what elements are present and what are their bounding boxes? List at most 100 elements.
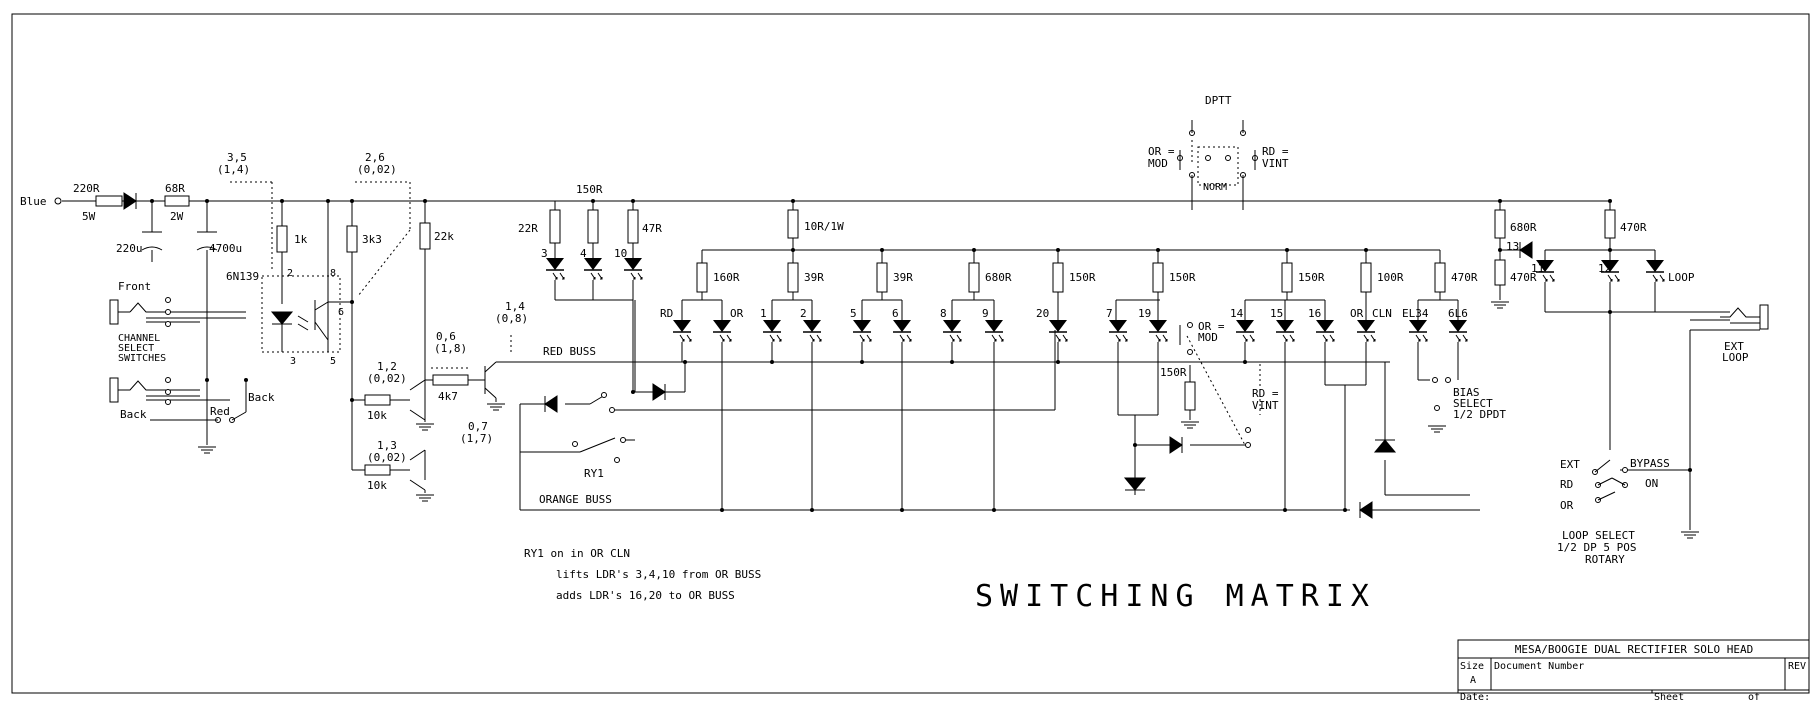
label-bias-select: SELECT xyxy=(1453,397,1493,410)
label-rd-vint: RD = xyxy=(1252,387,1279,400)
label-ext-loop: LOOP xyxy=(1722,351,1749,364)
label-led-6l6: 6L6 xyxy=(1448,307,1468,320)
note-line-2: lifts LDR's 3,4,10 from OR BUSS xyxy=(556,568,761,581)
label-led-2: 2 xyxy=(800,307,807,320)
label-22r: 22R xyxy=(518,222,538,235)
label-39r-b: 39R xyxy=(893,271,913,284)
label-150r-c: 150R xyxy=(1298,271,1325,284)
label-ldr-4: 4 xyxy=(580,247,587,260)
label-norm: NORM xyxy=(1203,182,1227,193)
label-opto: 6N139 xyxy=(226,270,259,283)
label-680r: 680R xyxy=(985,271,1012,284)
title-block-rev-label: REV xyxy=(1788,661,1806,672)
label-led-loop: LOOP xyxy=(1668,271,1695,284)
opto-internals xyxy=(281,300,329,352)
label-back-left: Back xyxy=(120,408,147,421)
label-channel: CHANNEL xyxy=(118,333,160,344)
label-led-8: 8 xyxy=(940,307,947,320)
label-470r-b: 470R xyxy=(1510,271,1537,284)
label-470r-c: 470R xyxy=(1620,221,1647,234)
label-pin3: 3 xyxy=(290,356,296,367)
title-block-sheet-label: Sheet xyxy=(1654,692,1684,701)
label-dptt: DPTT xyxy=(1205,94,1232,107)
label-pins-12: 1,2 xyxy=(377,360,397,373)
junction-dots xyxy=(150,199,1692,512)
label-ldr-10: 10 xyxy=(614,247,627,260)
note-line-3: adds LDR's 16,20 to OR BUSS xyxy=(556,589,735,602)
label-led-15: 15 xyxy=(1270,307,1283,320)
title-block-size-value: A xyxy=(1470,675,1476,686)
label-100r: 100R xyxy=(1377,271,1404,284)
label-150r-b: 150R xyxy=(1169,271,1196,284)
label-5w: 5W xyxy=(82,210,96,223)
label-pin2: 2 xyxy=(287,268,293,279)
label-led-14: 14 xyxy=(1230,307,1244,320)
label-dptt-or: OR = xyxy=(1148,145,1175,158)
label-led-12: 12 xyxy=(1598,262,1611,275)
label-switches: SWITCHES xyxy=(118,353,166,364)
label-led-or2: OR xyxy=(1350,307,1364,320)
label-ry1: RY1 xyxy=(584,467,604,480)
label-sw-rd: RD xyxy=(1560,478,1573,491)
switch-strokes xyxy=(150,120,1626,501)
title-block-size-label: Size xyxy=(1460,661,1484,672)
label-led-13: 13 xyxy=(1506,240,1519,253)
note-line-1: RY1 on in OR CLN xyxy=(524,547,630,560)
label-dptt-vint: VINT xyxy=(1262,157,1289,170)
diodes xyxy=(123,192,1533,519)
label-led-9: 9 xyxy=(982,307,989,320)
label-160r: 160R xyxy=(713,271,740,284)
label-front: Front xyxy=(118,280,151,293)
label-pins-26: 2,6 xyxy=(365,151,385,164)
label-pins-14-val: (0,8) xyxy=(495,312,528,325)
label-pins-07-val: (1,7) xyxy=(460,432,493,445)
label-470r-a: 470R xyxy=(1451,271,1478,284)
contacts xyxy=(54,130,1628,503)
label-pin5: 5 xyxy=(330,356,336,367)
label-pins-13: 1,3 xyxy=(377,439,397,452)
label-led-20: 20 xyxy=(1036,307,1049,320)
label-led-6: 6 xyxy=(892,307,899,320)
label-220r: 220R xyxy=(73,182,100,195)
label-pins-13-val: (0,02) xyxy=(367,451,407,464)
label-sw-bypass: BYPASS xyxy=(1630,457,1670,470)
sheet-border xyxy=(11,13,1810,694)
label-pins-14: 1,4 xyxy=(505,300,525,313)
label-orange-buss: ORANGE BUSS xyxy=(539,493,612,506)
label-pins-26-val: (0,02) xyxy=(357,163,397,176)
label-led-11: 11 xyxy=(1531,262,1544,275)
jacks xyxy=(109,299,1769,403)
label-blue: Blue xyxy=(20,195,47,208)
label-10r-1w: 10R/1W xyxy=(804,220,844,233)
label-led-or: OR xyxy=(730,307,744,320)
label-1k: 1k xyxy=(294,233,308,246)
label-pins-06: 0,6 xyxy=(436,330,456,343)
label-150r-a: 150R xyxy=(1069,271,1096,284)
label-led-16: 16 xyxy=(1308,307,1321,320)
wires xyxy=(62,200,1730,530)
label-bias-dpdt: 1/2 DPDT xyxy=(1453,408,1506,421)
title-block-heading: MESA/BOOGIE DUAL RECTIFIER SOLO HEAD xyxy=(1515,643,1753,656)
label-led-7: 7 xyxy=(1106,307,1113,320)
label-680r-b: 680R xyxy=(1510,221,1537,234)
label-red: Red xyxy=(210,405,230,418)
label-loop-select: LOOP SELECT xyxy=(1562,529,1635,542)
label-4k7: 4k7 xyxy=(438,390,458,403)
label-2w: 2W xyxy=(170,210,184,223)
label-led-cln: CLN xyxy=(1372,307,1392,320)
labels: Blue 220R 5W 68R 2W 220u 4700u 3,5 (1,4)… xyxy=(20,94,1749,566)
label-39r-a: 39R xyxy=(804,271,824,284)
label-bias: BIAS xyxy=(1453,386,1480,399)
leader-lines xyxy=(230,181,1261,446)
label-10k-b: 10k xyxy=(367,479,387,492)
label-led-1: 1 xyxy=(760,307,767,320)
label-ext: EXT xyxy=(1724,340,1744,353)
label-mod: MOD xyxy=(1198,331,1218,344)
label-loop-select-dp: 1/2 DP 5 POS xyxy=(1557,541,1636,554)
label-10k-a: 10k xyxy=(367,409,387,422)
label-pins-12-val: (0,02) xyxy=(367,372,407,385)
label-pins-35: 3,5 xyxy=(227,151,247,164)
opto-box xyxy=(261,275,341,353)
resistors xyxy=(95,195,1616,476)
